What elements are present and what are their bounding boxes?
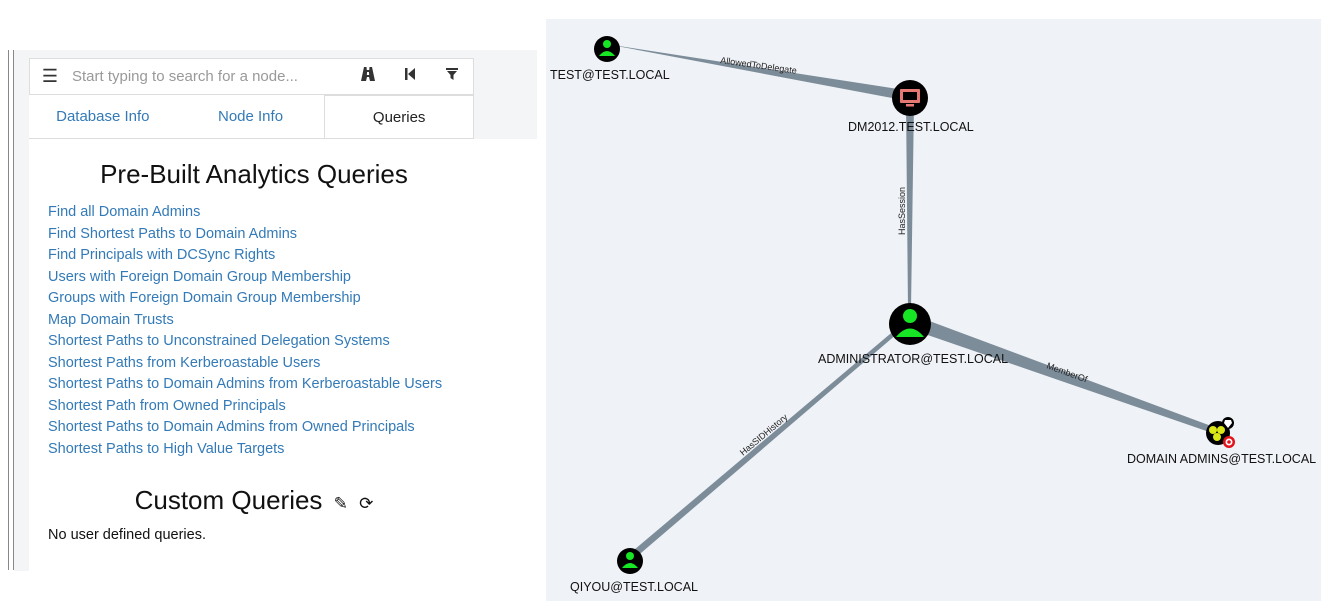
query-link[interactable]: Shortest Paths from Kerberoastable Users xyxy=(48,354,321,371)
edge-hassession[interactable] xyxy=(906,101,914,309)
panel-tabs: Database Info Node Info Queries xyxy=(29,95,475,139)
panel-resize-border[interactable] xyxy=(8,50,14,570)
filter-icon[interactable] xyxy=(431,67,473,86)
node-label: ADMINISTRATOR@TEST.LOCAL xyxy=(818,352,1008,366)
node-label: QIYOU@TEST.LOCAL xyxy=(570,580,698,594)
custom-queries-heading: Custom Queries ✎ ⟳ xyxy=(29,485,479,516)
graph-node-group[interactable] xyxy=(1206,417,1235,448)
query-link[interactable]: Shortest Path from Owned Principals xyxy=(48,397,286,414)
query-link[interactable]: Groups with Foreign Domain Group Members… xyxy=(48,290,361,306)
hamburger-icon[interactable]: ☰ xyxy=(41,66,59,86)
graph-svg: AllowedToDelegate HasSession MemberOf Ha… xyxy=(550,36,1316,594)
queries-panel: Pre-Built Analytics Queries Find all Dom… xyxy=(29,139,537,571)
node-search-input[interactable] xyxy=(70,67,347,86)
node-label: DOMAIN ADMINS@TEST.LOCAL xyxy=(1127,452,1316,466)
tab-queries[interactable]: Queries xyxy=(324,95,475,138)
prebuilt-queries-title: Pre-Built Analytics Queries xyxy=(100,159,408,189)
node-label: DM2012.TEST.LOCAL xyxy=(848,120,974,134)
edge-allowedtodelegate[interactable] xyxy=(606,44,911,101)
edge-memberof[interactable] xyxy=(916,319,1222,435)
search-bar: ☰ xyxy=(29,58,474,95)
no-custom-queries-text: No user defined queries. xyxy=(48,527,206,543)
prebuilt-query-list: Find all Domain Admins Find Shortest Pat… xyxy=(48,202,442,460)
query-link[interactable]: Find Shortest Paths to Domain Admins xyxy=(48,225,298,242)
query-link[interactable]: Find all Domain Admins xyxy=(48,204,201,220)
user-icon xyxy=(626,552,634,560)
graph-canvas[interactable]: AllowedToDelegate HasSession MemberOf Ha… xyxy=(546,19,1321,601)
query-link[interactable]: Shortest Paths to High Value Targets xyxy=(48,440,285,457)
edge-label: HasSIDHistory xyxy=(738,412,790,458)
query-link[interactable]: Shortest Paths to Unconstrained Delegati… xyxy=(48,333,390,349)
edge-label: HasSession xyxy=(897,187,907,235)
step-back-icon[interactable] xyxy=(389,67,431,86)
query-link[interactable]: Users with Foreign Domain Group Membersh… xyxy=(48,268,351,285)
graph-node-computer[interactable] xyxy=(892,80,928,116)
graph-node-user[interactable] xyxy=(617,548,643,574)
custom-queries-title: Custom Queries xyxy=(134,485,323,515)
group-icon xyxy=(1209,426,1217,434)
user-icon xyxy=(603,40,611,48)
node-label: TEST@TEST.LOCAL xyxy=(550,68,670,82)
tab-node-info[interactable]: Node Info xyxy=(217,108,284,125)
graph-node-user[interactable] xyxy=(594,36,620,62)
graph-node-user[interactable] xyxy=(889,303,931,345)
road-icon[interactable] xyxy=(347,66,389,87)
edge-hassidhistory[interactable] xyxy=(628,329,898,559)
query-link[interactable]: Shortest Paths to Domain Admins from Ker… xyxy=(48,376,443,392)
query-link[interactable]: Find Principals with DCSync Rights xyxy=(48,247,276,263)
query-link[interactable]: Map Domain Trusts xyxy=(48,311,174,328)
pencil-icon[interactable]: ✎ xyxy=(333,494,348,513)
user-icon xyxy=(903,309,917,323)
tab-database-info[interactable]: Database Info xyxy=(56,108,150,125)
query-link[interactable]: Shortest Paths to Domain Admins from Own… xyxy=(48,419,415,435)
refresh-icon[interactable]: ⟳ xyxy=(359,494,374,513)
